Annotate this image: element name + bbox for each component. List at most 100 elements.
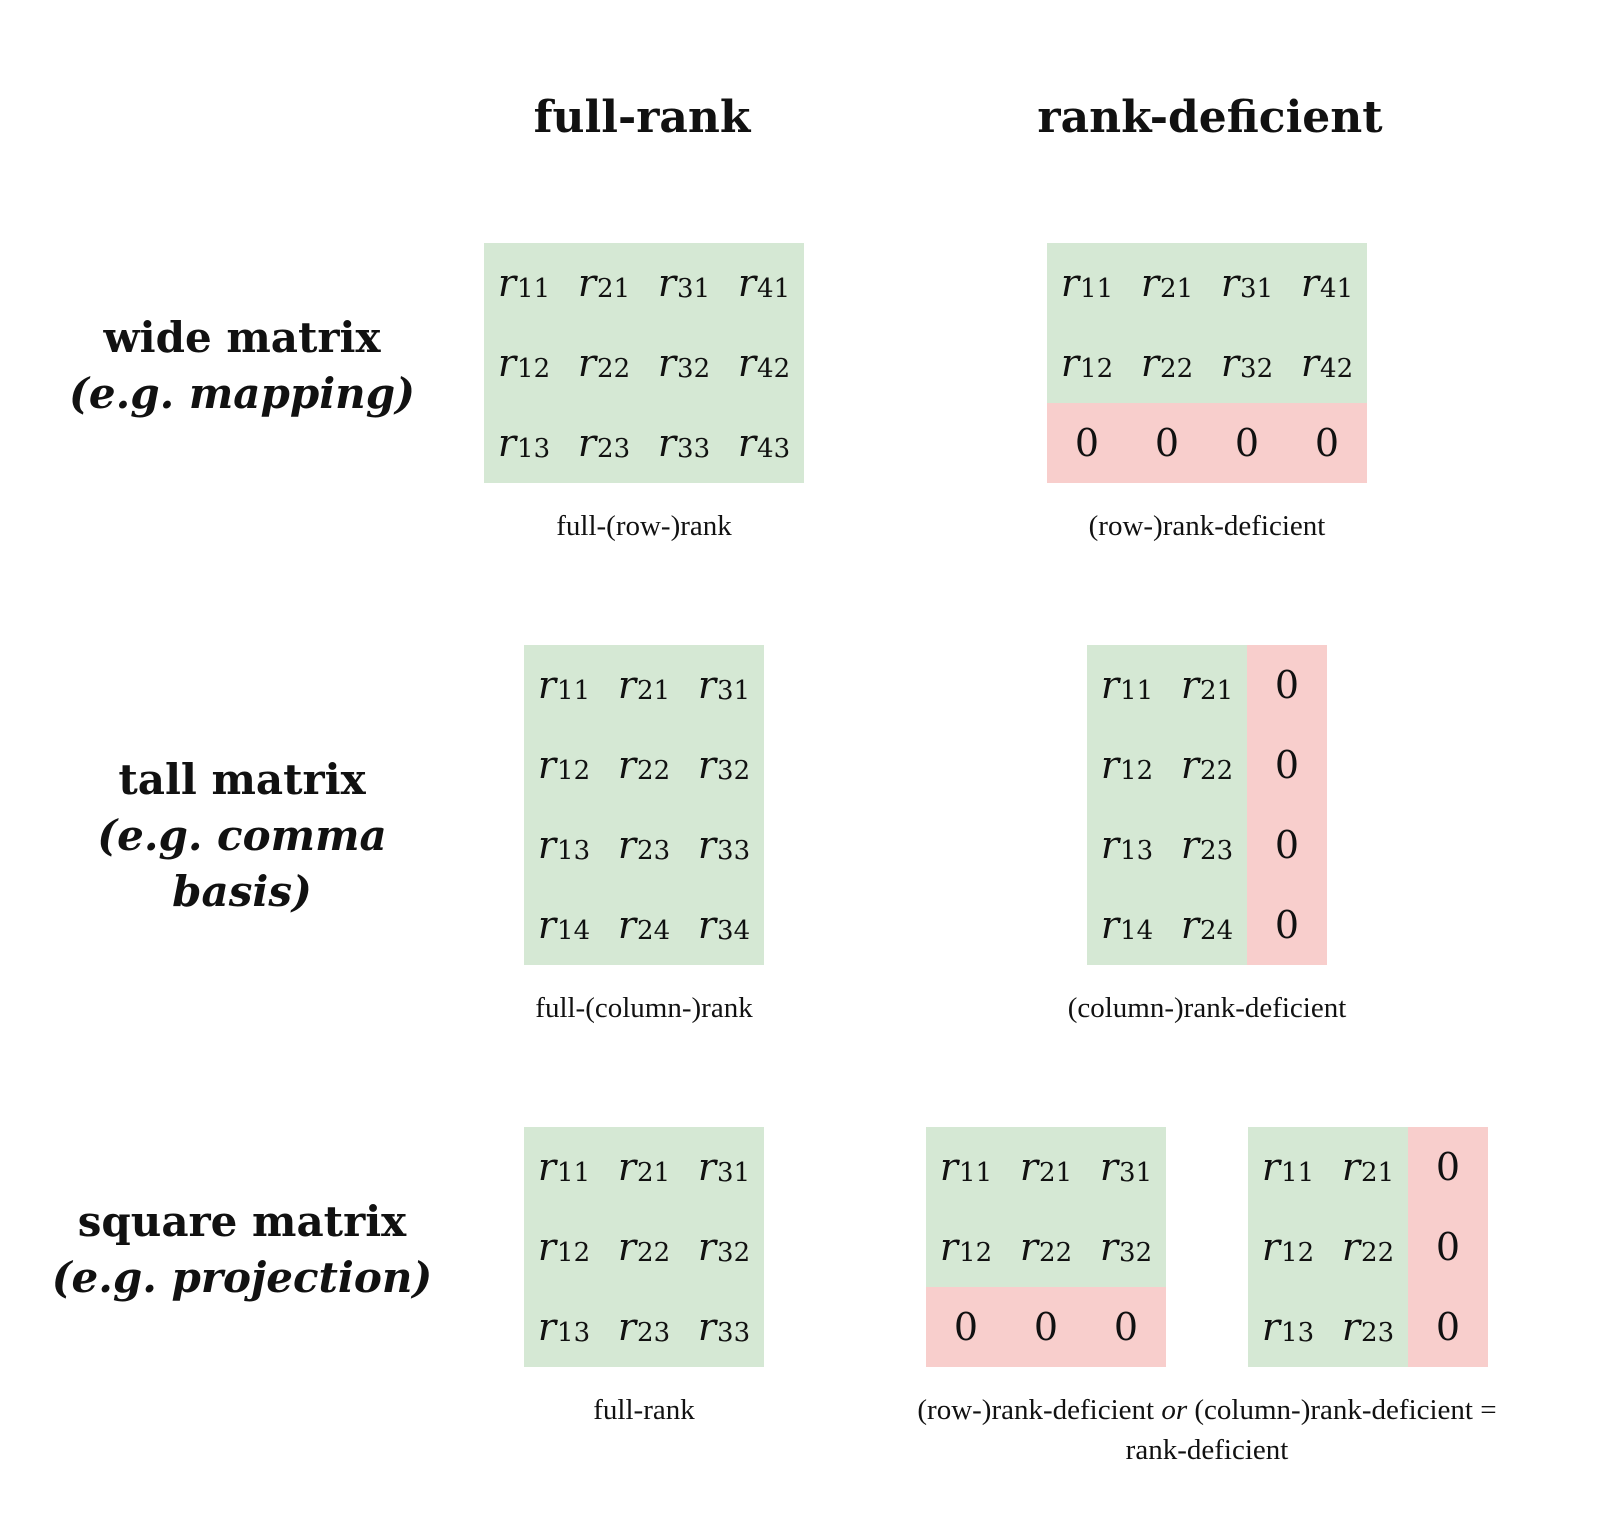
matrix-zero-entry: 0: [926, 1287, 1006, 1367]
column-header-full-rank: full-rank: [533, 92, 751, 143]
caption-square-def-col: (column-)rank-deficient =: [1194, 1394, 1497, 1426]
matrix-zero-entry: 0: [1408, 1287, 1488, 1367]
matrix-zero-entry: 0: [1408, 1207, 1488, 1287]
caption-tall-deficient: (column-)rank-deficient: [1067, 992, 1347, 1024]
row-subtitle-square: (e.g. projection): [51, 1253, 433, 1302]
caption-square-def-or: or: [1161, 1394, 1188, 1426]
column-header-rank-deficient: rank-deficient: [1037, 92, 1383, 143]
matrix-zero-entry: 0: [1207, 403, 1287, 483]
caption-wide-full: full-(row-)rank: [556, 510, 732, 542]
row-title-wide: wide matrix: [103, 313, 381, 362]
caption-tall-full: full-(column-)rank: [535, 992, 753, 1024]
row-header-wide: wide matrix (e.g. mapping): [22, 310, 462, 422]
matrix-zero-entry: 0: [1047, 403, 1127, 483]
matrix-zero-entry: 0: [1247, 885, 1327, 965]
matrix-zero-entry: 0: [1247, 805, 1327, 885]
caption-wide-deficient: (row-)rank-deficient: [1088, 510, 1326, 542]
matrix-zero-entry: 0: [1127, 403, 1207, 483]
caption-square-deficient: (row-)rank-deficient or (column-)rank-de…: [807, 1390, 1604, 1470]
caption-square-def-result: rank-deficient: [1125, 1434, 1289, 1466]
matrix-zero-entry: 0: [1408, 1127, 1488, 1207]
matrix-zero-entry: 0: [1247, 645, 1327, 725]
matrix-zero-entry: 0: [1006, 1287, 1086, 1367]
matrix-zero-entry: 0: [1287, 403, 1367, 483]
row-subtitle-tall: (e.g. comma basis): [97, 811, 387, 916]
row-title-square: square matrix: [77, 1197, 407, 1246]
caption-square-def-row: (row-)rank-deficient: [917, 1394, 1155, 1426]
matrix-zero-entry: 0: [1086, 1287, 1166, 1367]
row-header-tall: tall matrix (e.g. comma basis): [22, 752, 462, 920]
row-header-square: square matrix (e.g. projection): [22, 1194, 462, 1306]
matrix-zero-entry: 0: [1247, 725, 1327, 805]
row-title-tall: tall matrix: [118, 755, 366, 804]
caption-square-full: full-rank: [593, 1394, 695, 1426]
row-subtitle-wide: (e.g. mapping): [69, 369, 415, 418]
